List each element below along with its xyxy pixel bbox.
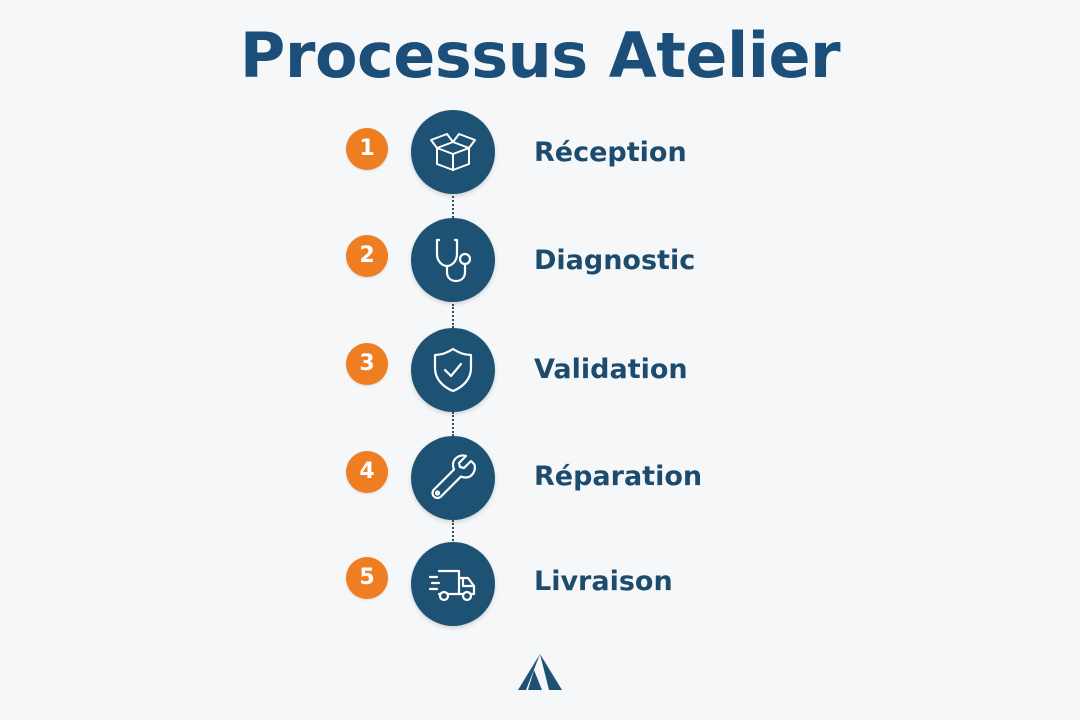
step-connector: [452, 412, 454, 436]
step-number-badge: 4: [346, 451, 388, 493]
page-title: Processus Atelier: [239, 19, 841, 92]
step-icon-circle: [411, 436, 495, 520]
stethoscope-icon: [435, 238, 472, 283]
wrench-icon: [431, 454, 476, 500]
step-connector: [452, 196, 454, 218]
mountain-logo: [518, 654, 562, 690]
step-icon-circle: [411, 110, 495, 194]
open-box-icon: [430, 133, 476, 171]
step-label: Diagnostic: [534, 245, 696, 276]
step-label: Validation: [534, 354, 688, 385]
delivery-truck-icon: [428, 569, 476, 602]
shield-check-icon: [433, 347, 473, 393]
step-number-badge: 3: [346, 343, 388, 385]
step-number-badge: 1: [346, 128, 388, 170]
step-label: Réparation: [534, 461, 703, 492]
step-label: Livraison: [534, 566, 673, 597]
step-connector: [452, 304, 454, 328]
step-label: Réception: [534, 137, 687, 168]
step-icon-circle: [411, 218, 495, 302]
step-icon-circle: [411, 542, 495, 626]
step-number-badge: 2: [346, 235, 388, 277]
step-icon-circle: [411, 328, 495, 412]
step-number-badge: 5: [346, 557, 388, 599]
step-connector: [452, 520, 454, 544]
